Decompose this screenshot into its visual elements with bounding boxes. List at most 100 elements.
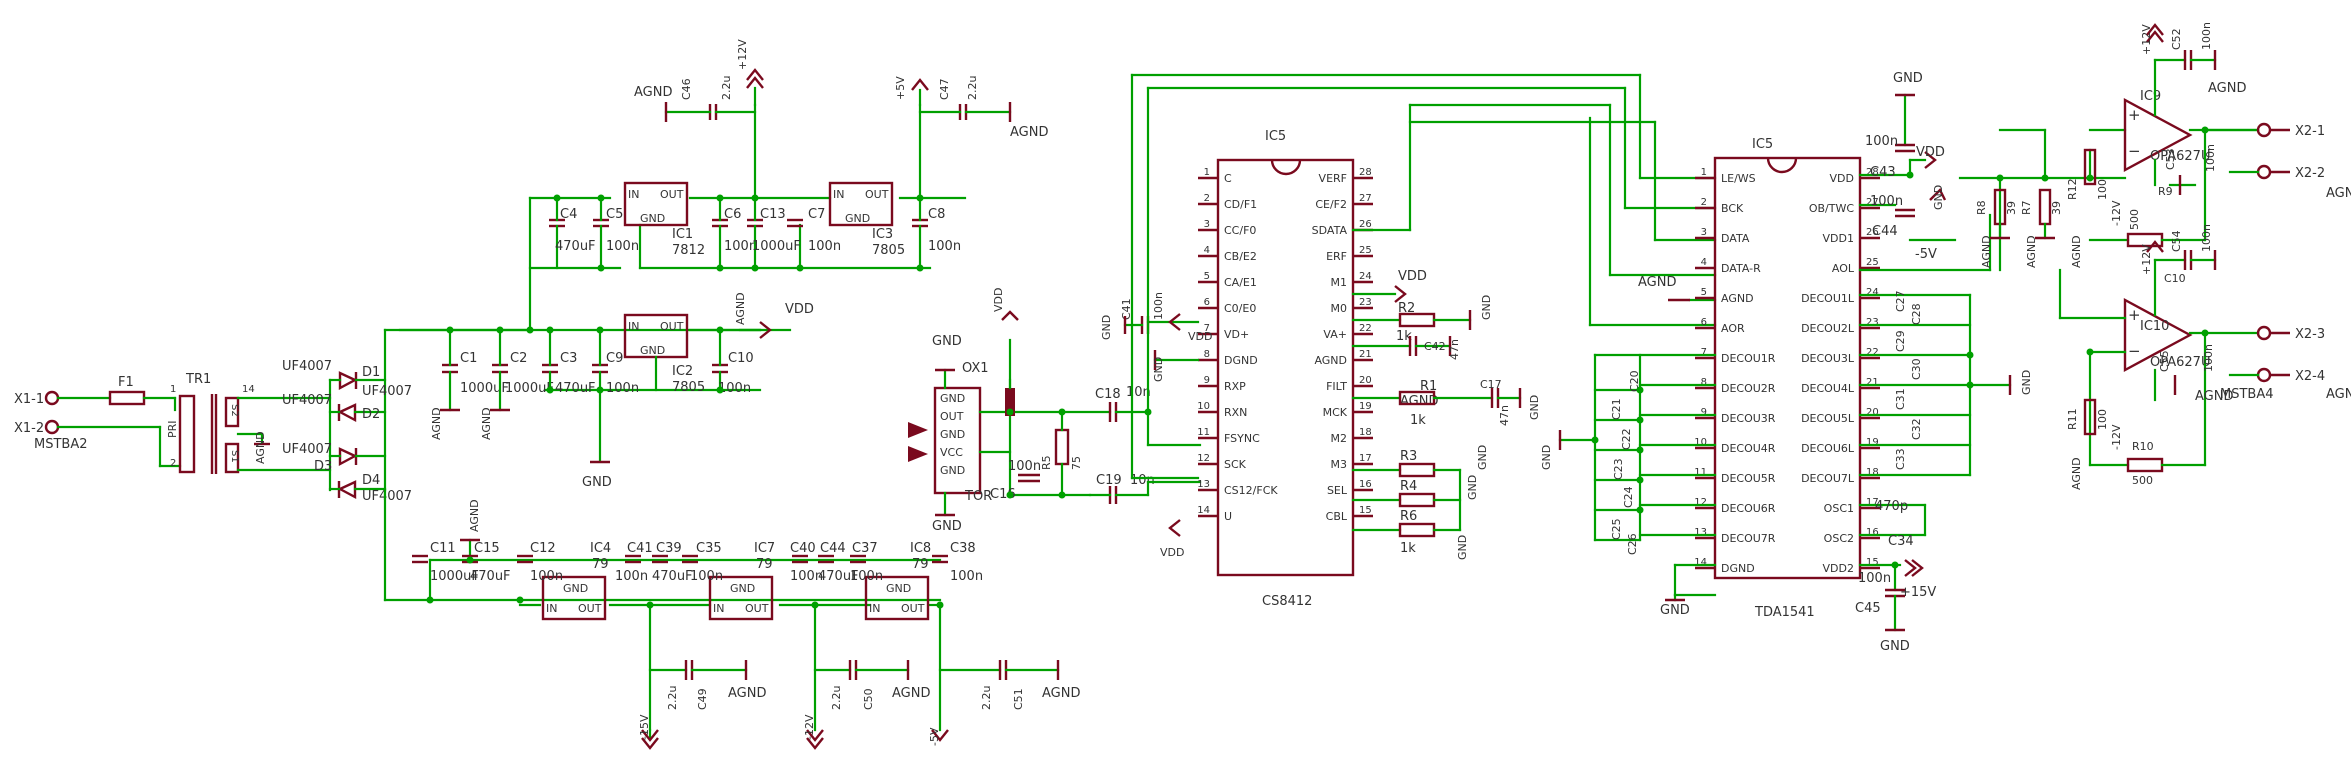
ic-pin-name: DECOU5L xyxy=(1801,412,1855,425)
junction-dot xyxy=(916,194,924,202)
r7-label: R7 xyxy=(2020,200,2033,215)
tr1-pin1: 1 xyxy=(170,384,176,395)
ic-pin-name: VA+ xyxy=(1323,328,1347,341)
junction-dot xyxy=(1591,436,1599,444)
ox1-out: OUT xyxy=(940,410,964,423)
ic-pin-name: AGND xyxy=(1314,354,1347,367)
c41n-label: C41 xyxy=(627,541,653,556)
c47-value: 2.2u xyxy=(966,76,979,100)
d4-value: UF4007 xyxy=(362,489,412,504)
junction-dot xyxy=(716,386,724,394)
r11-body xyxy=(2083,398,2097,436)
neg-cap-row: C11 1000uF C15 470uF C12 100n C41 100n C… xyxy=(412,541,983,584)
ic-pin-name: VERF xyxy=(1319,172,1347,185)
tor-label: TOR xyxy=(964,489,992,504)
junction-dot xyxy=(936,601,944,609)
junction-dot xyxy=(2201,126,2209,134)
regulator-ic8: GND IN OUT IC8 79 xyxy=(864,541,931,621)
c15-label: C15 xyxy=(474,541,500,556)
tda-decoupling-left: GND C20 C21 C22 C23 C24 C25 C26 GND xyxy=(1540,353,1717,618)
c39-label: C39 xyxy=(656,541,682,556)
ox1-gnd-top: GND xyxy=(932,334,962,349)
ic-pin-name: DATA xyxy=(1721,232,1750,245)
c37-value: 100n xyxy=(850,569,883,584)
ic2-gnd: GND xyxy=(640,344,665,357)
p12v-arrow: +12V xyxy=(736,39,764,107)
agnd-r11: AGND xyxy=(2070,457,2083,490)
ic-pin-name: DECOU6L xyxy=(1801,442,1855,455)
agnd-ic2: AGND xyxy=(734,292,747,325)
c44b-value: 470uF xyxy=(818,569,859,584)
c30-label: C30 xyxy=(1910,358,1923,380)
ic-pin-name: CD/F1 xyxy=(1224,198,1257,211)
c35-label: C35 xyxy=(696,541,722,556)
c44b-label: C44 xyxy=(820,541,846,556)
gnd-r3: GND xyxy=(1456,535,1469,560)
ic-pin-name: C0/E0 xyxy=(1224,302,1256,315)
n5v-tda: -5V xyxy=(1915,247,1937,262)
c53-value: 100n xyxy=(2204,144,2217,172)
ic-pin-number: 11 xyxy=(1694,467,1707,478)
ic9-value: OPA627U xyxy=(2150,149,2210,164)
c43-value: 100n xyxy=(1865,134,1898,149)
c47-label: C47 xyxy=(938,78,951,100)
c34-label: C34 xyxy=(1888,534,1914,549)
ic4-value: 79 xyxy=(592,557,609,572)
regulator-ic1: IN OUT GND IC1 7812 xyxy=(623,181,705,258)
opamp-ic10: + − IC10 OPA627U +12V C54 100n C10 R11 1… xyxy=(2058,224,2260,490)
c10-label: C10 xyxy=(728,351,754,366)
ic-pin-name: DECOU3L xyxy=(1801,352,1855,365)
agnd-c55: AGND xyxy=(2195,389,2233,404)
ox1-vcc: VCC xyxy=(940,446,963,459)
tda-decoupling-right: GND C27 C28 C29 C30 C31 C32 C33 470p C34… xyxy=(1855,71,2033,654)
ic-pin-name: LE/WS xyxy=(1721,172,1756,185)
x2-2-label: X2-2 xyxy=(2295,166,2325,181)
x2-1-label: X2-1 xyxy=(2295,124,2325,139)
r3-label: R3 xyxy=(1400,449,1417,464)
ic-pin-number: 12 xyxy=(1694,497,1707,508)
ic-pin-number: 16 xyxy=(1866,527,1879,538)
ic-pin-number: 6 xyxy=(1701,317,1707,328)
ic-pin-name: CC/F0 xyxy=(1224,224,1256,237)
c19-value: 10n xyxy=(1130,473,1155,488)
ic-pin-number: 10 xyxy=(1197,401,1210,412)
c35-value: 100n xyxy=(690,569,723,584)
gnd-decl: GND xyxy=(1540,445,1553,470)
ic-pin-name: OB/TWC xyxy=(1809,202,1855,215)
ic7-value: 79 xyxy=(756,557,773,572)
c5-label: C5 xyxy=(606,207,623,222)
diode-d4: D4 UF4007 xyxy=(328,473,412,504)
junction-dot xyxy=(546,326,554,334)
r11-value: 100 xyxy=(2096,409,2109,430)
junction-dot xyxy=(1006,491,1014,499)
ic-pin-name: SEL xyxy=(1327,484,1348,497)
c1-label: C1 xyxy=(460,351,477,366)
ic2-out: OUT xyxy=(660,320,684,333)
ic-pin-number: 9 xyxy=(1701,407,1707,418)
ic7-label: IC7 xyxy=(754,541,775,556)
c24-label: C24 xyxy=(1622,486,1635,508)
ic-pin-number: 3 xyxy=(1204,219,1210,230)
c45-label: C45 xyxy=(1855,601,1881,616)
ic-pin-name: SCK xyxy=(1224,458,1247,471)
regulator-ic7: GND IN OUT IC7 79 xyxy=(708,541,775,621)
gnd-c17: GND xyxy=(1528,395,1541,420)
svg-text:+: + xyxy=(2128,306,2141,324)
ic-pin-number: 1 xyxy=(1204,167,1210,178)
junction-dot xyxy=(446,326,454,334)
r5-value: 75 xyxy=(1070,456,1083,470)
ic-pin-name: VD+ xyxy=(1224,328,1249,341)
junction-dot xyxy=(597,264,605,272)
vdd-tda: VDD xyxy=(1916,145,1945,160)
c50-label: C50 xyxy=(862,688,875,710)
ic5-right-pins: 28VDD27OB/TWC26VDD125AOL24DECOU1L23DECOU… xyxy=(1801,167,1880,575)
ic-pin-name: DECOU2L xyxy=(1801,322,1855,335)
ox1-label: OX1 xyxy=(962,361,989,376)
ic4-gnd: GND xyxy=(563,582,588,595)
junction-dot xyxy=(597,194,605,202)
